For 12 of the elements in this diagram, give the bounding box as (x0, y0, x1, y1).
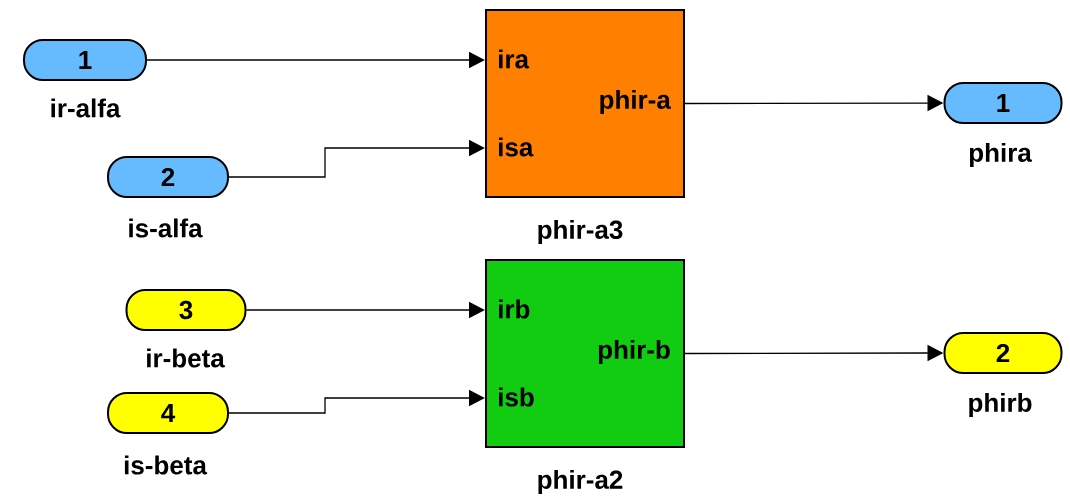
port-label: phirb (969, 392, 1032, 418)
port-label: ir-beta (147, 348, 225, 368)
port-label: ir-alfa (51, 98, 121, 118)
port-label: phira (969, 142, 1032, 168)
port-label: phir-a2 (538, 469, 623, 495)
arrow (228, 389, 485, 414)
arrow (228, 139, 485, 178)
subsystem-block: ira phir-a isa (485, 9, 685, 198)
port-label: phir-a3 (538, 219, 623, 245)
port-label: is-beta (124, 455, 208, 475)
subsystem-block: irb phir-b isb (485, 259, 685, 448)
port-label: is-alfa (129, 218, 203, 238)
